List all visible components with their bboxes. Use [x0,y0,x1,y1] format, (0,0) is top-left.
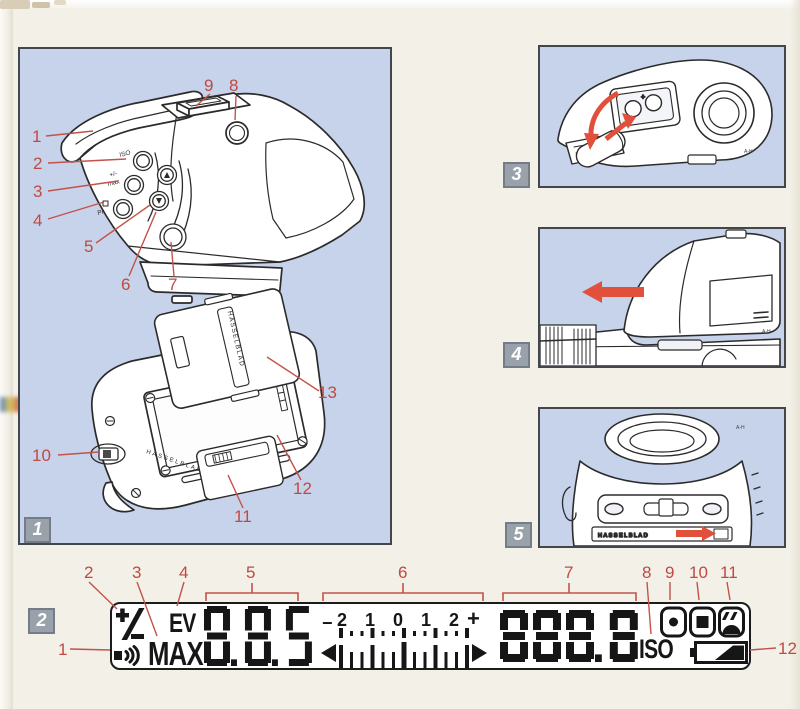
scale-number: 0 [393,610,404,630]
figure-4-illustration: A-H [540,229,781,366]
camera-nameplate [657,339,703,351]
callout-2: 2 [33,154,43,173]
figure-5-number-box: 5 [505,522,532,548]
scan-artifact [54,0,66,5]
control-buttons [102,150,192,251]
illustrator-signature: A-H [736,425,745,431]
ev-label: EV [169,608,196,638]
lcd-callout-11: 11 [720,563,738,582]
figure-2-number: 2 [36,610,47,630]
side-ear [561,486,577,522]
callout-10: 10 [32,446,51,465]
lcd-callout-5: 5 [246,563,256,582]
red-arrows [584,90,636,150]
red-arrow-left [582,281,644,303]
audio-signal-icon [114,645,140,666]
scale-plus: + [467,606,480,631]
lcd-callout-4: 4 [179,563,189,582]
prism-unit [623,229,781,338]
scan-artifact [32,2,50,8]
page-edge-left [0,0,13,709]
scale-minus: − [322,613,333,633]
eyecup-bump [102,481,135,513]
lcd-callout-10: 10 [689,563,708,582]
callout-8: 8 [229,76,239,95]
lcd-display-diagram: MAX EV − 2 1 0 1 2 + ISO [110,602,751,672]
battery-plus-mark: + [641,94,645,101]
prism-underside-view: HASSELBLAD HASSELBLAD [90,288,326,513]
lcd-callout-3: 3 [132,563,142,582]
page-edge-top [0,0,800,10]
prism-sliding-on-camera [540,229,781,366]
flash-metering-icon [718,606,745,638]
iso-button-label: ISO [119,149,132,159]
illustrator-signature: A-H [744,149,753,155]
prism-top-view: ISO +/- max Pr [60,90,366,305]
scale-number: 1 [421,610,432,630]
full-field-metering-icon [689,606,716,638]
diopter-slider [658,498,674,517]
lcd-callout-1: 1 [58,640,68,659]
figure-4-number: 4 [511,344,522,364]
callout-9: 9 [204,76,214,95]
lcd-callout-6: 6 [398,563,408,582]
callout-5: 5 [84,237,94,256]
figure-1-number: 1 [32,519,43,539]
figure-5-illustration: HASSELBLAD A-H [561,413,764,546]
callout-12: 12 [293,479,312,498]
callout-brackets [205,583,637,601]
callout-7: 7 [168,275,178,294]
figure-4-number-box: 4 [503,342,530,368]
compensation-button-label: +/- [109,170,118,179]
over-under-exposure-icon [116,608,145,640]
scale-number: 2 [337,610,348,630]
callout-6: 6 [121,275,131,294]
red-arrow-right [676,526,716,541]
page-edge-right [790,0,800,709]
battery-icon [690,641,748,664]
scale-number: 2 [449,610,460,630]
lcd-callout-2: 2 [84,563,94,582]
callout-11: 11 [234,507,252,526]
battery-door [195,435,284,501]
figure-3-number: 3 [511,164,522,184]
figure-4-panel: A-H [538,227,786,368]
figure-5-panel: HASSELBLAD A-H [538,407,786,548]
shutter-digits [500,610,643,667]
lcd-callout-12: 12 [778,639,797,658]
figure-2-number-box: 2 [28,608,55,634]
callout-3: 3 [33,182,43,201]
scan-artifact [0,0,30,9]
scale-number: 1 [365,610,376,630]
prism-rear-view: HASSELBLAD [561,413,764,546]
lcd-callout-8: 8 [642,563,652,582]
figure-1-panel: ISO +/- max Pr [18,47,392,545]
illustrator-signature: A-H [762,329,771,335]
scale-left-arrow-icon [321,644,336,662]
callout-13: 13 [318,383,337,402]
prism-battery-view: + [557,59,773,168]
figure-1-number-box: 1 [24,517,51,543]
figure-1-illustration: ISO +/- max Pr [60,90,366,513]
rear-control-strip [597,494,729,524]
callout-1: 1 [32,127,42,146]
scale-right-arrow-icon [472,644,487,662]
eyepiece [693,82,755,144]
figure-3-illustration: + A-H [557,59,773,168]
ev-digits [204,606,317,671]
callout-4: 4 [33,211,43,230]
figure-3-panel: + A-H [538,45,786,188]
lens-barrel [540,324,597,366]
lcd-callout-7: 7 [564,563,574,582]
figure-5-number: 5 [513,524,524,544]
rear-brand-text: HASSELBLAD [598,533,649,539]
max-label: MAX [148,635,204,672]
lcd-callout-9: 9 [665,563,675,582]
iso-label: ISO [639,634,674,664]
spot-metering-icon [660,606,687,638]
exposure-scale-marks [339,628,469,668]
viewfinder-window [709,274,773,327]
figure-3-number-box: 3 [503,162,530,188]
focusing-screen-plate: HASSELBLAD [153,288,301,409]
